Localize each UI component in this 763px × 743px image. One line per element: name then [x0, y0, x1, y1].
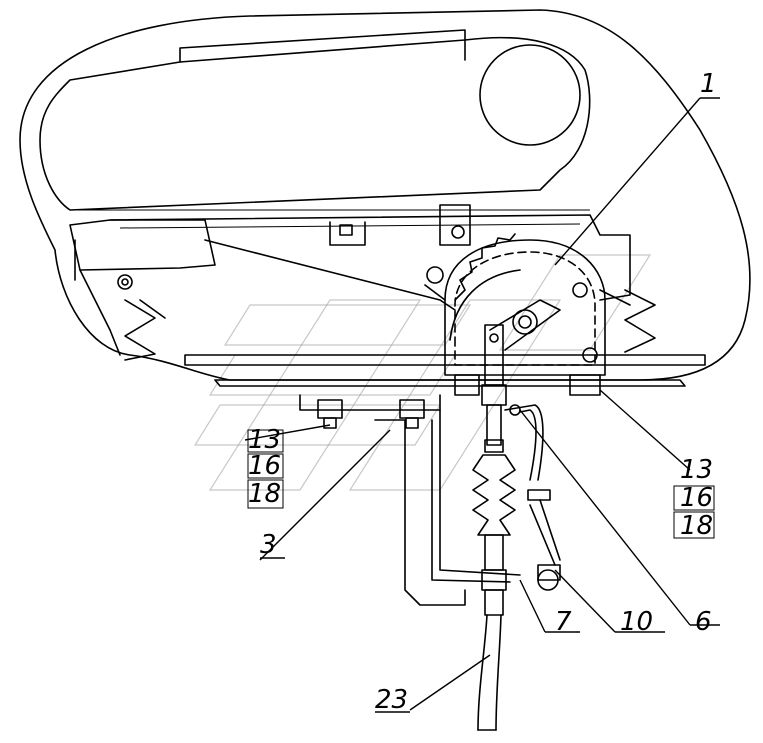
callout-left-13: 13	[248, 425, 281, 455]
sector-gear-assembly	[424, 233, 606, 376]
seat-cushion	[19, 9, 751, 381]
callout-23: 23	[375, 685, 408, 715]
callout-right-16: 16	[680, 483, 713, 513]
rubber-bellows	[472, 454, 516, 616]
left-part-stack	[247, 429, 284, 509]
callout-right-18: 18	[680, 511, 713, 541]
callout-10: 10	[620, 607, 653, 637]
callout-left-16: 16	[248, 451, 281, 481]
callout-left-18: 18	[248, 479, 281, 509]
spring-arm	[504, 404, 561, 591]
callout-1: 1	[700, 69, 717, 99]
seat-frame	[69, 204, 631, 356]
suspension-springs	[124, 289, 656, 361]
control-cable	[477, 614, 502, 731]
callout-3: 3	[260, 530, 277, 560]
control-rod	[481, 324, 507, 453]
callout-6: 6	[695, 607, 712, 637]
right-part-stack	[673, 485, 715, 539]
callout-7: 7	[555, 607, 572, 637]
callout-right-13: 13	[680, 455, 713, 485]
bracket-part-3	[299, 374, 601, 606]
callout-leaders	[244, 97, 720, 713]
